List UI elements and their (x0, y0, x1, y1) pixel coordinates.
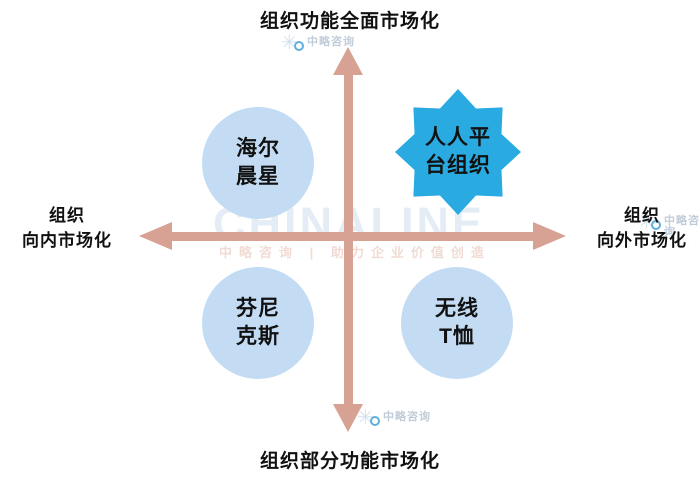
axis-label-right-line1: 组织 (624, 206, 660, 225)
quadrant-top-right-starburst: 人人平 台组织 (395, 89, 521, 215)
quadrant-top-left-label: 海尔 晨星 (236, 136, 280, 188)
axis-label-left-line1: 组织 (49, 206, 85, 225)
quadrant-top-right-label: 人人平 台组织 (425, 125, 491, 177)
watermark-logo-text: 中略咨询 (664, 215, 700, 238)
quadrant-bottom-left-label: 芬尼 克斯 (236, 296, 280, 348)
axis-label-left-line2: 向内市场化 (22, 230, 112, 250)
ring-icon (370, 416, 380, 426)
ring-icon (651, 220, 661, 230)
gear-icon: ✳ (281, 32, 304, 56)
arrow-left-icon (139, 222, 172, 250)
ring-icon (294, 41, 304, 51)
arrow-down-icon (333, 404, 363, 432)
quadrant-bottom-right-label: 无线 T恤 (435, 296, 479, 348)
watermark-logo-text: 中略咨询 (307, 36, 355, 48)
quadrant-bottom-left-bubble: 芬尼 克斯 (202, 267, 314, 379)
watermark-logo-right: ✳ 中略咨询 · · · · · · · · (638, 211, 700, 252)
watermark-logo-caption: · · · · · · · · (383, 425, 441, 431)
horizontal-axis (170, 232, 535, 241)
axis-label-bottom: 组织部分功能市场化 (259, 451, 440, 472)
watermark-logo-bottom: ✳ 中略咨询 · · · · · · · · (357, 407, 441, 431)
quadrant-bottom-right-bubble: 无线 T恤 (401, 267, 513, 379)
axis-label-top: 组织功能全面市场化 (259, 11, 440, 32)
arrow-right-icon (533, 222, 566, 250)
axis-label-right: 组织 向外市场化 (586, 204, 698, 253)
quadrant-top-left-bubble: 海尔 晨星 (202, 107, 314, 219)
watermark-logo-caption: · · · · · · · · (664, 240, 699, 252)
axis-label-left: 组织 向内市场化 (10, 204, 124, 253)
gear-icon: ✳ (638, 211, 661, 235)
watermark-logo-text: 中略咨询 (383, 411, 431, 423)
arrow-up-icon (333, 47, 363, 75)
axis-label-right-line2: 向外市场化 (597, 230, 687, 250)
watermark-tagline: 中略咨询 | 助力企业价值创造 (219, 245, 491, 260)
